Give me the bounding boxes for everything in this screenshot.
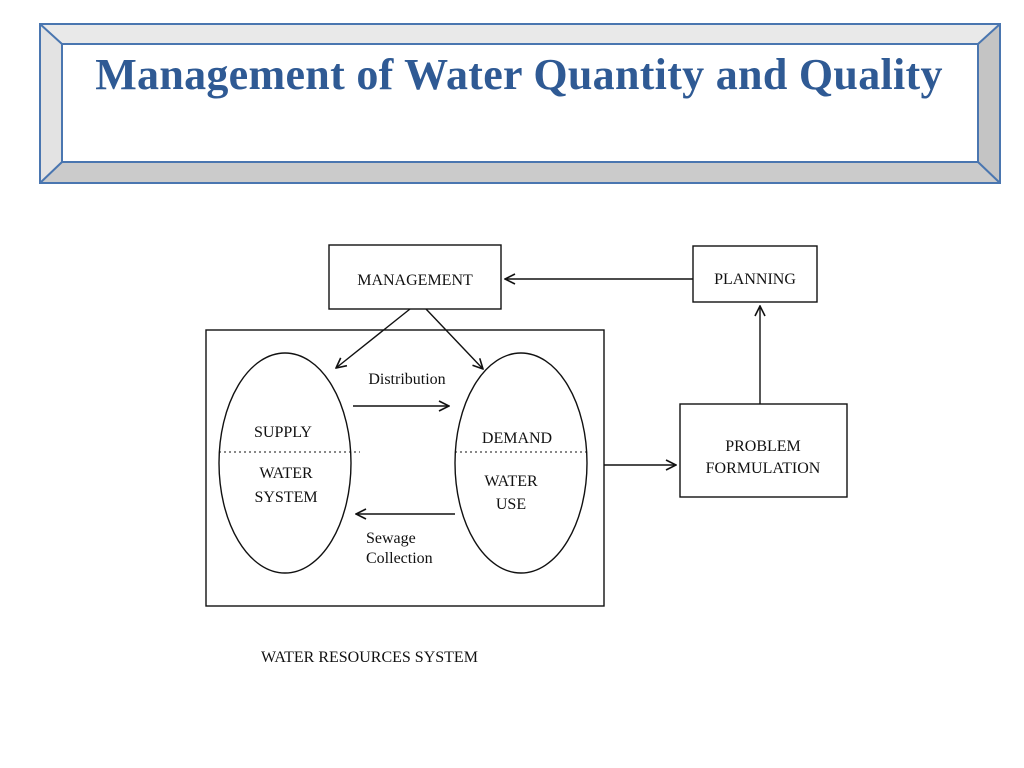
water-system-label-2: SYSTEM (254, 489, 317, 506)
management-label: MANAGEMENT (357, 272, 473, 289)
planning-label: PLANNING (714, 271, 796, 288)
problem-formulation-box (679, 403, 848, 498)
supply-label: SUPPLY (254, 424, 312, 441)
sewage-label-1: Sewage (366, 530, 416, 547)
water-system-label-1: WATER (259, 465, 313, 482)
demand-label: DEMAND (482, 430, 552, 447)
title-banner (39, 23, 1001, 184)
title-bevel-right (978, 24, 1000, 183)
title-bevel-left (40, 24, 62, 183)
arrow-management-to-supply (336, 308, 411, 368)
water-use-label-2: USE (496, 496, 526, 513)
arrow-management-to-demand (425, 308, 483, 369)
water-resources-system-box (205, 329, 605, 607)
water-use-label-1: WATER (484, 473, 538, 490)
title-outer-border (39, 23, 1001, 184)
title-bevel-top (40, 24, 1000, 44)
sewage-label-2: Collection (366, 550, 433, 567)
problem-label-1: PROBLEM (725, 438, 801, 455)
planning-box (692, 245, 818, 303)
management-box (328, 244, 502, 310)
slide-title: Management of Water Quantity and Quality (95, 50, 943, 99)
supply-ellipse (218, 352, 352, 574)
distribution-label: Distribution (368, 371, 445, 388)
demand-ellipse (454, 352, 588, 574)
title-bevel-bottom (40, 162, 1000, 183)
problem-label-2: FORMULATION (706, 460, 821, 477)
title-face (62, 44, 978, 162)
title-inner-border (61, 43, 979, 163)
diagram-caption: WATER RESOURCES SYSTEM (261, 649, 478, 666)
